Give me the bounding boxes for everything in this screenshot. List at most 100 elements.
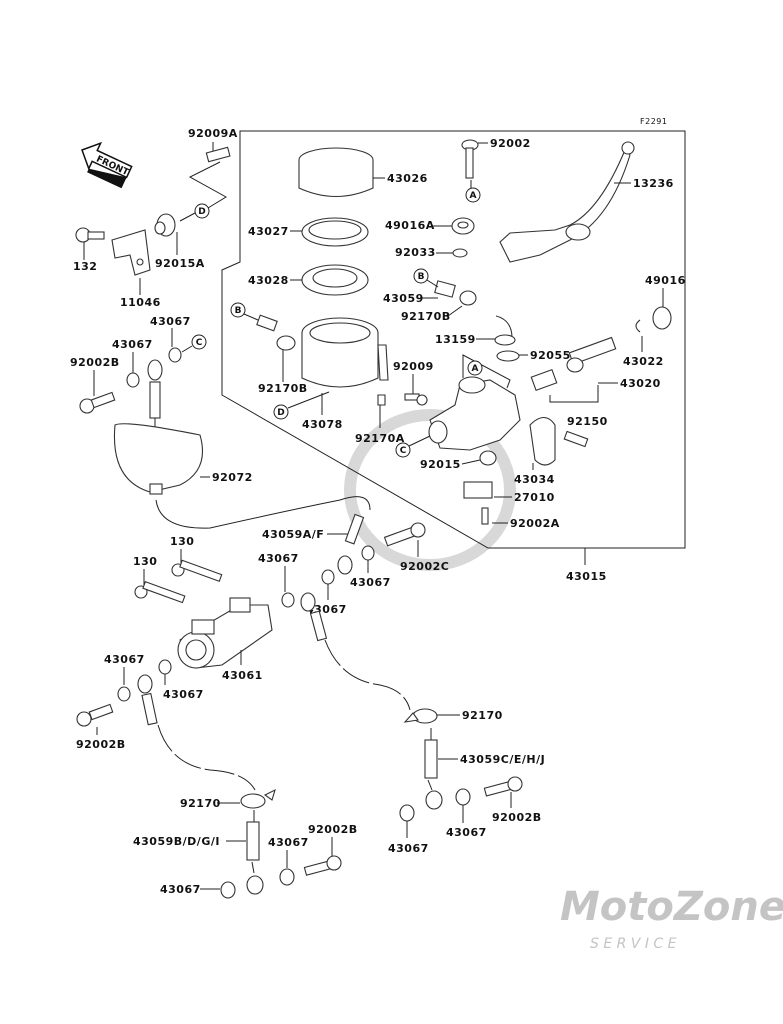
hose-43059CEHJ — [424, 739, 443, 810]
washer-43067-a — [168, 347, 182, 363]
label-132: 132 — [73, 260, 97, 273]
banjo-right-upper — [300, 592, 328, 642]
label-43078: 43078 — [302, 418, 343, 431]
reservoir-cap-43026 — [298, 147, 374, 197]
label-43027: 43027 — [248, 225, 289, 238]
front-arrow-icon: FRONT — [81, 141, 133, 189]
label-43020: 43020 — [620, 377, 661, 390]
piston-43020 — [566, 336, 617, 373]
callout-B-left-icon — [230, 302, 246, 318]
callout-A-body-icon — [467, 360, 483, 376]
bolt-92002B-b — [76, 703, 114, 727]
boot-49016 — [652, 306, 672, 330]
callout-A-body-text: A — [472, 364, 479, 374]
label-92170-right: 92170 — [462, 709, 503, 722]
washer-43067-c — [361, 545, 375, 561]
hose-segment-left — [256, 314, 278, 332]
banjo-43059AF — [337, 513, 365, 575]
assembly-outline — [221, 130, 686, 549]
cable-tie-92072 — [113, 423, 204, 495]
label-43034: 43034 — [514, 473, 555, 486]
bolt-132 — [75, 227, 105, 243]
label-43067-c: 43067 — [350, 576, 391, 589]
switch-27010 — [463, 481, 493, 499]
label-43067-j: 43067 — [268, 836, 309, 849]
label-92033: 92033 — [395, 246, 436, 259]
watermark-logo-ring — [344, 409, 516, 571]
washer-43067-j — [279, 868, 295, 886]
label-43067-b: 43067 — [112, 338, 153, 351]
master-cylinder-43061 — [177, 597, 273, 669]
label-43015: 43015 — [566, 570, 607, 583]
bolt-92002B-c — [483, 776, 523, 797]
label-43067-h: 43067 — [388, 842, 429, 855]
label-92009: 92009 — [393, 360, 434, 373]
label-92002B-a: 92002B — [70, 356, 120, 369]
clip-43022 — [635, 319, 641, 333]
clamp-92170B-left — [276, 335, 296, 351]
washer-43067-k — [220, 881, 236, 899]
spring — [530, 368, 558, 392]
label-43059AF: 43059A/F — [262, 528, 324, 541]
label-130-a: 130 — [170, 535, 194, 548]
bolt-92002C — [383, 522, 426, 547]
callout-C-left-text: C — [196, 338, 203, 348]
bolt-92002B-a — [79, 391, 116, 414]
diaphragm-43027 — [301, 217, 369, 247]
clamp-92170-left — [240, 788, 276, 809]
circlip-92033 — [452, 248, 468, 258]
fitting-13159 — [494, 315, 516, 346]
brake-hose-upper — [155, 496, 371, 529]
label-43067-g: 43067 — [163, 688, 204, 701]
label-43022: 43022 — [623, 355, 664, 368]
bolt-92009A — [205, 146, 231, 163]
hose-43059 — [434, 280, 456, 298]
callout-C-body-text: C — [400, 446, 407, 456]
label-92002A: 92002A — [510, 517, 560, 530]
watermark-sub: S E R V I C E — [590, 936, 677, 952]
pivot-bolt-92002 — [461, 139, 479, 179]
bracket-11046 — [111, 229, 151, 276]
label-49016A: 49016A — [385, 219, 435, 232]
callout-B-right-icon — [413, 268, 429, 284]
screw-92009 — [404, 393, 428, 406]
label-92015: 92015 — [420, 458, 461, 471]
label-92055: 92055 — [530, 349, 571, 362]
banjo-left-upper — [147, 359, 163, 419]
washer-43067-e — [281, 592, 295, 608]
callout-C-left-icon — [191, 334, 207, 350]
callout-A-top-icon — [465, 187, 481, 203]
label-92002B-b: 92002B — [76, 738, 126, 751]
label-92002B-c: 92002B — [492, 811, 542, 824]
label-43067-f: 43067 — [104, 653, 145, 666]
clamp-43034 — [529, 416, 556, 466]
banjo-left-lower — [137, 674, 158, 726]
label-43067-e: 43067 — [258, 552, 299, 565]
master-cylinder-body — [428, 376, 521, 451]
bolt-130-b — [134, 580, 186, 604]
hose-43059BDGI — [246, 821, 264, 895]
label-43028: 43028 — [248, 274, 289, 287]
callout-C-body-icon — [395, 442, 411, 458]
watermark-brand: MotoZone — [560, 884, 783, 930]
washer-43067-f — [117, 686, 131, 702]
washer-43067-i — [455, 788, 471, 806]
label-130-b: 130 — [133, 555, 157, 568]
screw-92002A — [481, 507, 489, 525]
label-43059: 43059 — [383, 292, 424, 305]
brake-hose-left — [157, 724, 256, 791]
lever-13236 — [499, 141, 635, 263]
callout-B-right-text: B — [418, 272, 425, 282]
label-92150: 92150 — [567, 415, 608, 428]
label-11046: 11046 — [120, 296, 161, 309]
label-92170A: 92170A — [355, 432, 405, 445]
label-43059CEHJ: 43059C/E/H/J — [460, 753, 545, 766]
label-43067-a: 43067 — [150, 315, 191, 328]
clamp-92170B-right — [459, 290, 477, 306]
washer-43067-b — [126, 372, 140, 388]
bracket-92170A — [377, 344, 389, 406]
callout-D-text: D — [198, 207, 205, 217]
label-92170B-right: 92170B — [401, 310, 451, 323]
o-ring-92055 — [496, 350, 520, 362]
reservoir-body-43078 — [301, 317, 379, 388]
